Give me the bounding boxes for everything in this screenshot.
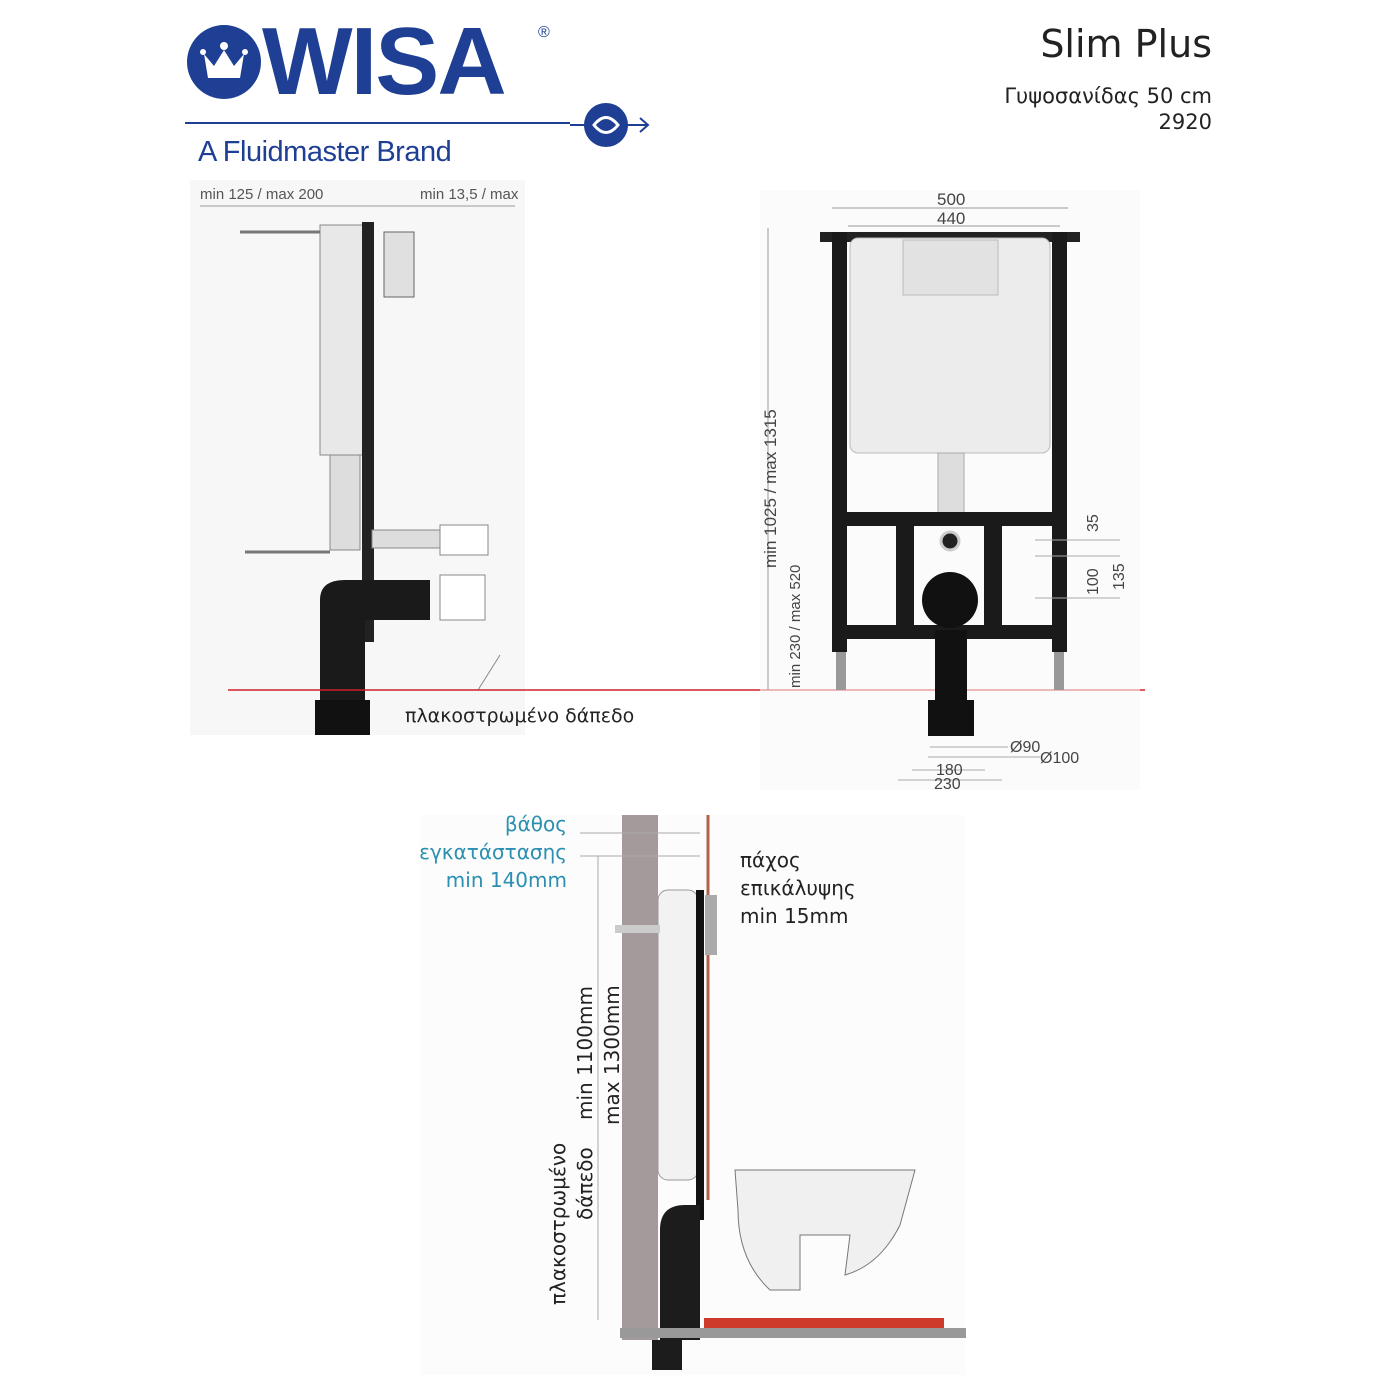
install-floor-label-1: πλακοστρωμένο xyxy=(546,1143,570,1305)
front-height-label: min 1025 / max 1315 xyxy=(761,409,780,568)
front-width-outer: 500 xyxy=(937,190,965,209)
front-width-inner: 440 xyxy=(937,209,965,228)
front-lower-height-label: min 230 / max 520 xyxy=(787,565,804,688)
front-dia-90: Ø90 xyxy=(1010,739,1040,756)
height-min-label: min 1100mm xyxy=(573,986,597,1120)
install-floor-label-2: δάπεδο xyxy=(573,1147,597,1220)
front-dim-35: 35 xyxy=(1085,514,1102,532)
cover-label-3: min 15mm xyxy=(740,904,849,928)
wisa-logo xyxy=(184,22,264,102)
side-floor-label: πλακοστρωμένο δάπεδο xyxy=(405,705,634,727)
front-dim-180: 180 xyxy=(936,762,963,779)
logo-tagline: A Fluidmaster Brand xyxy=(198,136,452,168)
front-dim-100: 100 xyxy=(1085,568,1102,595)
install-view-drawing: βάθος εγκατάστασης min 140mm πάχος επικά… xyxy=(419,812,966,1375)
height-max-label: max 1300mm xyxy=(600,985,624,1125)
depth-label-2: εγκατάστασης xyxy=(419,840,567,864)
depth-label-1: βάθος xyxy=(505,812,567,836)
registered-mark: ® xyxy=(538,24,550,41)
cover-label-2: επικάλυψης xyxy=(740,876,856,900)
product-subtitle: Γυψοσανίδας 50 cm xyxy=(1004,84,1212,108)
depth-label-3: min 140mm xyxy=(446,868,567,892)
product-code: 2920 xyxy=(1158,110,1212,134)
front-dia-100: Ø100 xyxy=(1040,750,1079,767)
logo-divider xyxy=(185,122,570,124)
crown-emblem-icon xyxy=(187,25,261,99)
side-dim-right: min 13,5 / max xyxy=(420,186,519,203)
front-dim-230: 230 xyxy=(934,776,961,793)
front-dim-135: 135 xyxy=(1111,563,1128,590)
side-dim-left: min 125 / max 200 xyxy=(200,186,323,203)
fluidmaster-emblem-icon xyxy=(570,98,650,158)
product-title: Slim Plus xyxy=(1040,22,1212,66)
side-view-drawing: min 125 / max 200 min 13,5 / max πλακοστ… xyxy=(190,180,634,735)
front-view-drawing: 500 440 min 1025 / max 1315 min 230 / ma… xyxy=(760,190,1140,793)
logo-wordmark: WISA xyxy=(262,8,507,115)
cover-label-1: πάχος xyxy=(740,848,801,872)
